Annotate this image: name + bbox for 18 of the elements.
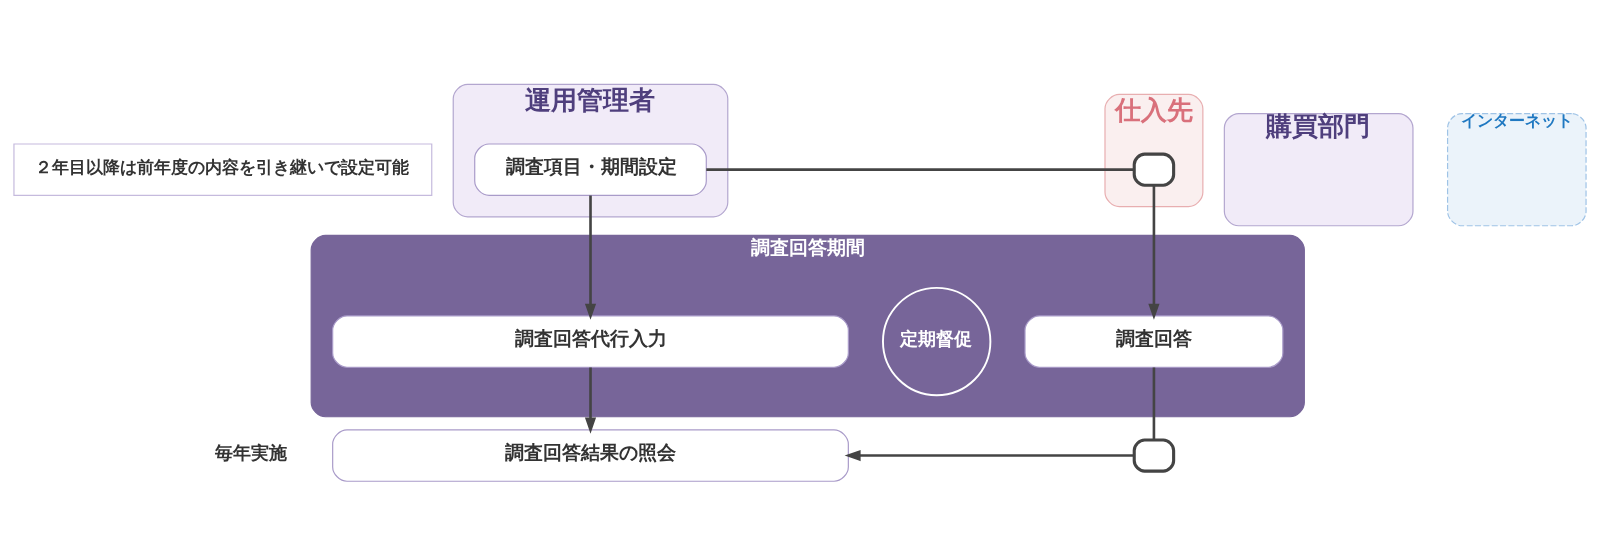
node-box: インターネット: [1447, 112, 1587, 227]
node-box: ２年目以降は前年度の内容を引き継いで設定可能: [13, 143, 433, 196]
arrow: [844, 449, 1134, 462]
arrow: [1148, 185, 1160, 320]
node-box: 調査回答代行入力: [332, 315, 849, 368]
arrow: [584, 367, 597, 434]
label: 毎年実施: [215, 441, 288, 463]
connector: [1152, 367, 1156, 440]
node-box: 調査回答: [1024, 315, 1284, 368]
node-box: [1132, 152, 1176, 187]
node-circle: 定期督促: [882, 286, 992, 397]
node-box: 調査回答結果の照会: [332, 429, 849, 482]
node-box: 調査項目・期間設定: [474, 143, 707, 196]
node-box: [1132, 438, 1176, 473]
arrow: [584, 195, 597, 320]
cluster: 仕入先: [1104, 93, 1204, 208]
connector: [706, 168, 1135, 171]
node-box: 購買部門: [1223, 112, 1414, 227]
